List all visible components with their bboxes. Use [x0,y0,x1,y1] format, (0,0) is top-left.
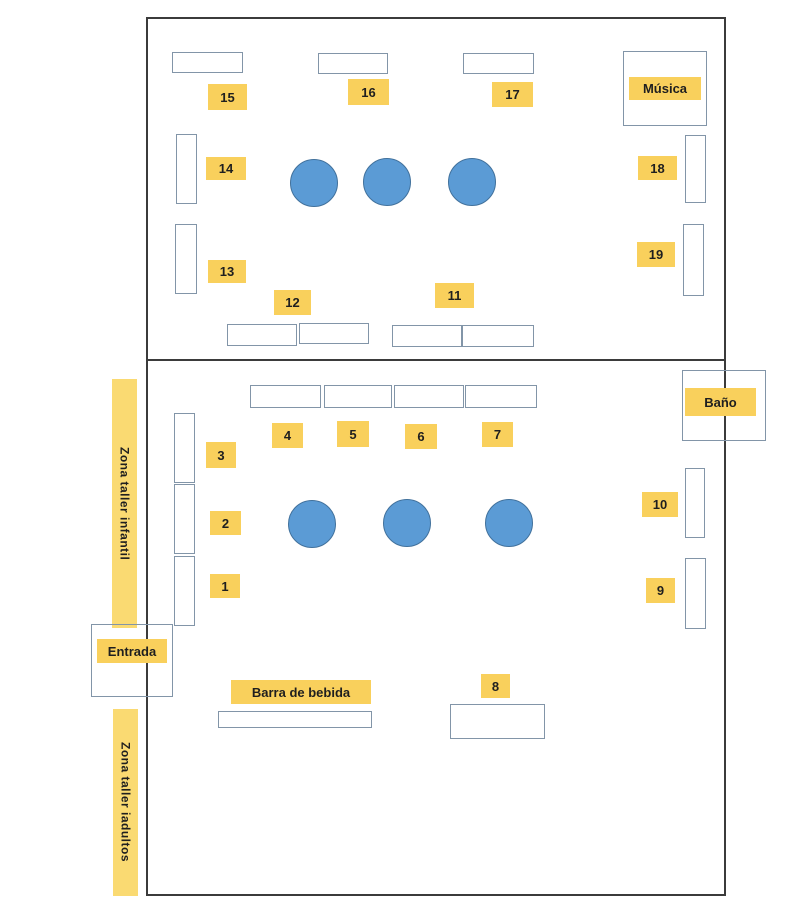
stand-label-11: 11 [435,283,474,308]
round-table [448,158,496,206]
round-table [383,499,431,547]
stand-table-14 [176,134,197,204]
entrada-label: Entrada [97,639,167,663]
stand-label-9: 9 [646,578,675,603]
stand-table-12a [227,324,297,346]
stand-table-7 [465,385,537,408]
stand-table-10 [685,468,705,538]
stand-label-1: 1 [210,574,240,598]
stand-label-3: 3 [206,442,236,468]
stand-table-17 [463,53,534,74]
stand-label-7: 7 [482,422,513,447]
bano-area-box [682,370,766,441]
stand-table-11a [392,325,462,347]
stand-label-12: 12 [274,290,311,315]
zone-taller-infantil: Zona taller infantil [112,379,137,628]
stand-table-8 [450,704,545,739]
musica-area-box [623,51,707,126]
stand-table-4 [250,385,321,408]
round-table [363,158,411,206]
stand-table-15 [172,52,243,73]
room-lower [146,359,726,896]
stand-label-2: 2 [210,511,241,535]
stand-label-8: 8 [481,674,510,698]
zone-taller-adultos: Zona taller iadultos [113,709,138,896]
round-table [485,499,533,547]
stand-label-14: 14 [206,157,246,180]
stand-label-4: 4 [272,423,303,448]
stand-table-19 [683,224,704,296]
barra-counter-table [218,711,372,728]
stand-table-11b [462,325,534,347]
stand-table-16 [318,53,388,74]
stand-table-1 [174,556,195,626]
zone-taller-adultos-label: Zona taller iadultos [118,742,133,863]
round-table [290,159,338,207]
stand-table-13 [175,224,197,294]
stand-label-10: 10 [642,492,678,517]
stand-label-17: 17 [492,82,533,107]
stand-label-6: 6 [405,424,437,449]
stand-label-19: 19 [637,242,675,267]
stand-table-2 [174,484,195,554]
stand-label-5: 5 [337,421,369,447]
stand-label-16: 16 [348,79,389,105]
stand-label-18: 18 [638,156,677,180]
stand-table-3 [174,413,195,483]
bano-label: Baño [685,388,756,416]
stand-table-12b [299,323,369,344]
stand-table-9 [685,558,706,629]
zone-taller-infantil-label: Zona taller infantil [117,446,132,561]
stand-label-13: 13 [208,260,246,283]
stand-label-15: 15 [208,84,247,110]
stand-table-18 [685,135,706,203]
entrada-area-box [91,624,173,697]
round-table [288,500,336,548]
musica-label: Música [629,77,701,100]
stand-table-5 [324,385,392,408]
barra-de-bebida-label: Barra de bebida [231,680,371,704]
stand-table-6 [394,385,464,408]
